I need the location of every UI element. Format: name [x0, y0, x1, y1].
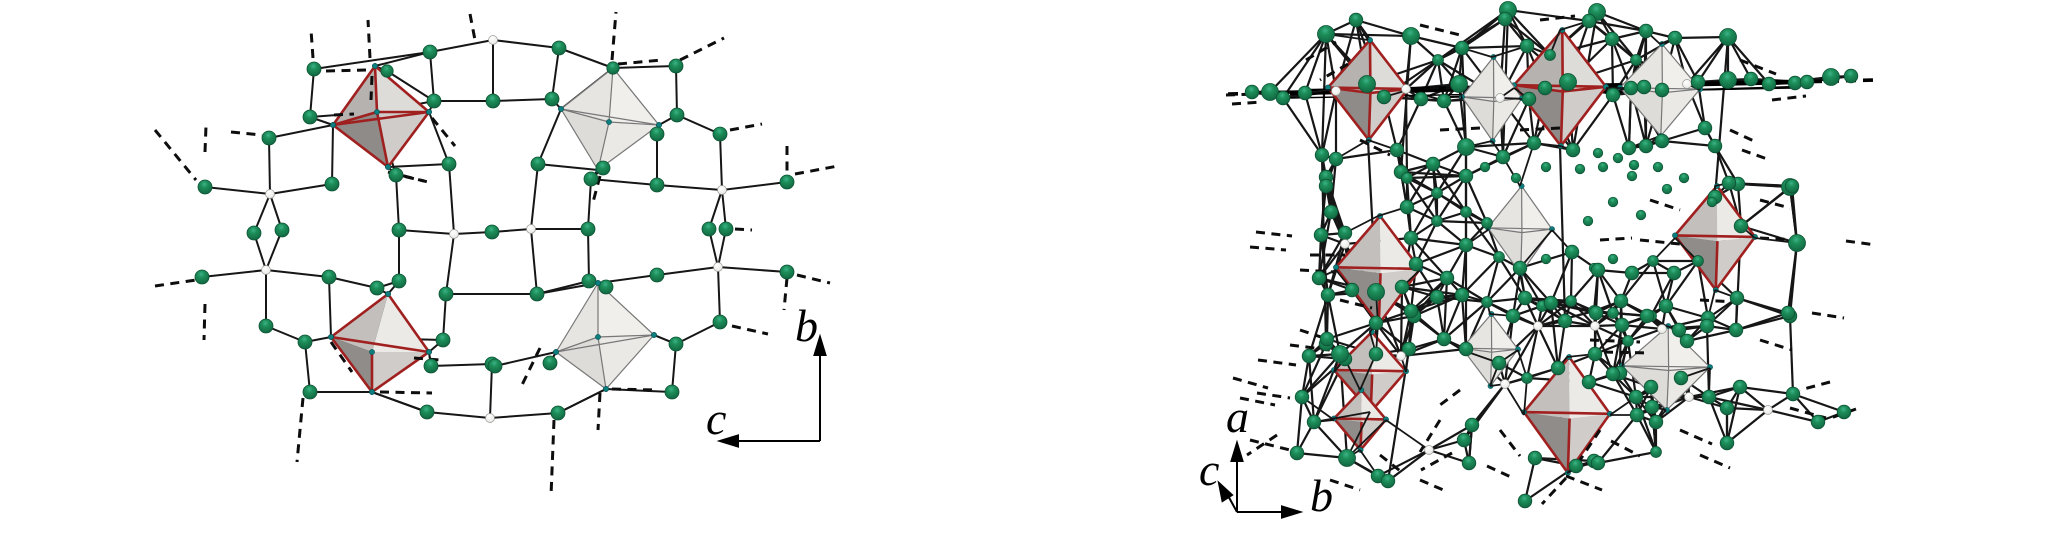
svg-text:c: c: [706, 393, 726, 444]
svg-text:a: a: [1226, 391, 1249, 442]
svg-text:c: c: [1199, 444, 1219, 495]
svg-text:b: b: [1310, 470, 1333, 521]
svg-text:b: b: [795, 300, 818, 351]
